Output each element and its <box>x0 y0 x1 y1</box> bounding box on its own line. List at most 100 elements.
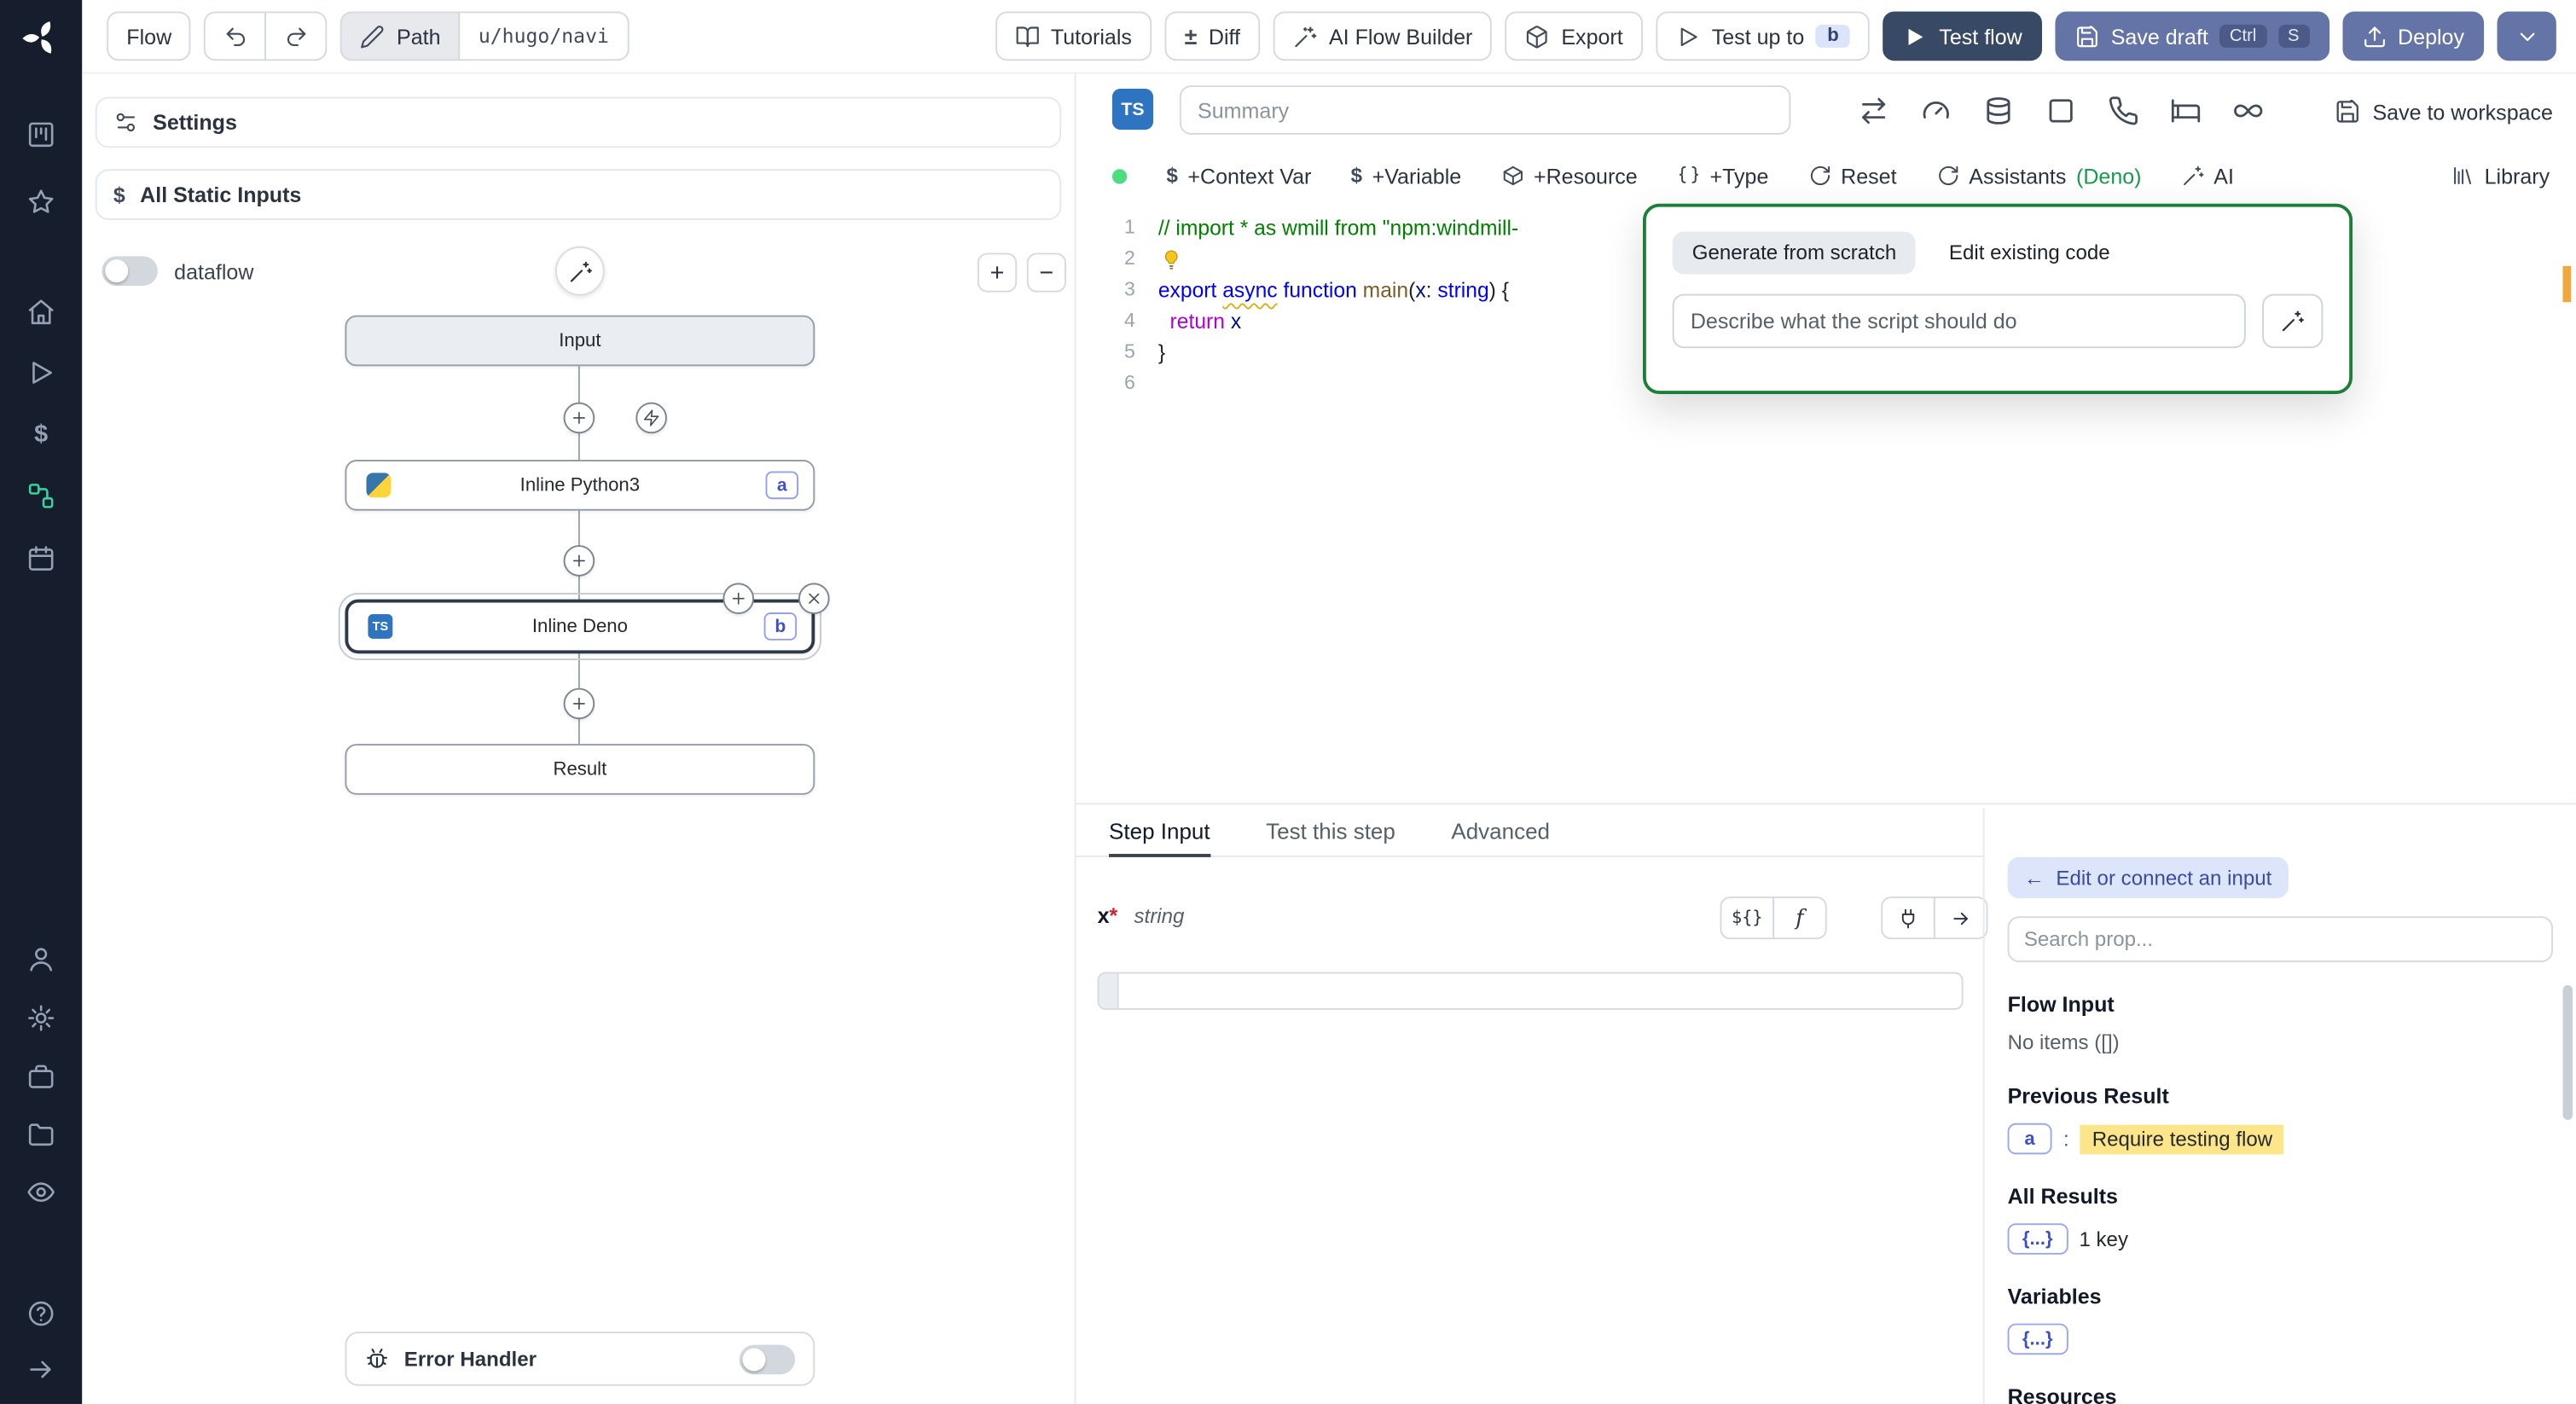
drag-grip[interactable] <box>1099 973 1119 1009</box>
cache-database-icon[interactable] <box>1983 96 2015 127</box>
save-icon <box>2336 99 2359 123</box>
ai-generate-button[interactable] <box>2262 293 2324 349</box>
path-value[interactable]: u/hugo/navi <box>458 11 629 61</box>
add-context-var-button[interactable]: $+Context Var <box>1166 163 1312 189</box>
delete-step-button[interactable] <box>798 583 830 614</box>
assistants-language: (Deno) <box>2075 163 2142 189</box>
library-button[interactable]: Library <box>2451 164 2550 188</box>
ai-prompt-input[interactable] <box>1672 293 2246 349</box>
mock-infinity-icon[interactable] <box>2232 96 2264 127</box>
add-resource-button[interactable]: +Resource <box>1500 164 1638 188</box>
ai-flow-builder-button[interactable]: AI Flow Builder <box>1273 11 1493 61</box>
diff-icon: ± <box>1184 22 1198 49</box>
dataflow-toggle[interactable] <box>102 256 158 286</box>
reset-button[interactable]: Reset <box>1808 164 1897 188</box>
object-pill[interactable]: {...} <box>2007 1323 2068 1355</box>
ai-wand-button[interactable] <box>554 246 605 296</box>
package-icon <box>1502 165 1523 186</box>
undo-button[interactable] <box>204 11 267 61</box>
node-inline-python[interactable]: Inline Python3 a <box>345 460 815 511</box>
help-icon[interactable] <box>26 1299 56 1329</box>
field-value-input[interactable] <box>1097 972 1964 1010</box>
static-inputs-row[interactable]: $ All Static Inputs <box>95 169 1062 220</box>
edit-or-connect-button[interactable]: ←Edit or connect an input <box>2007 856 2289 899</box>
user-icon[interactable] <box>26 944 56 974</box>
redo-button[interactable] <box>264 11 328 61</box>
upload-icon <box>2364 26 2385 47</box>
step-id-pill[interactable]: a <box>2007 1123 2052 1155</box>
diff-button[interactable]: ±Diff <box>1164 11 1261 61</box>
add-trigger-button[interactable] <box>635 402 667 434</box>
language-badge: TS <box>1111 88 1154 131</box>
arrow-right-icon[interactable] <box>1933 896 1988 940</box>
function-mode-button[interactable]: f <box>1772 896 1827 940</box>
connect-input-panel: ←Edit or connect an input Flow Input No … <box>1982 808 2576 1404</box>
zoom-in-button[interactable]: + <box>977 252 1018 293</box>
tutorials-button[interactable]: Tutorials <box>995 11 1152 61</box>
early-stop-gauge-icon[interactable] <box>1920 96 1952 127</box>
node-result[interactable]: Result <box>345 744 815 795</box>
kanban-icon[interactable] <box>26 120 56 150</box>
trigger-phone-icon[interactable] <box>2108 96 2139 127</box>
add-type-button[interactable]: +Type <box>1677 164 1768 188</box>
plug-icon[interactable] <box>1881 896 1935 940</box>
windmill-logo[interactable] <box>20 16 62 59</box>
resources-title: Resources <box>2007 1384 2117 1404</box>
assistants-button[interactable]: Assistants(Deno) <box>1936 163 2142 189</box>
sync-icon[interactable] <box>1858 96 1889 127</box>
flow-settings-row[interactable]: Settings <box>95 96 1062 148</box>
concurrency-icon[interactable] <box>2045 96 2077 127</box>
zoom-out-button[interactable]: − <box>1026 252 1066 293</box>
path-group: Path u/hugo/navi <box>340 11 629 61</box>
variables-icon[interactable]: $ <box>26 421 56 450</box>
path-button[interactable]: Path <box>340 11 461 61</box>
schedules-icon[interactable] <box>26 543 56 573</box>
add-variable-button[interactable]: $+Variable <box>1350 163 1462 189</box>
add-step-button[interactable] <box>563 545 595 577</box>
save-to-workspace-button[interactable]: Save to workspace <box>2335 92 2553 131</box>
deploy-menu-button[interactable] <box>2497 11 2556 61</box>
ai-button[interactable]: AI <box>2181 164 2234 188</box>
node-id-badge: a <box>765 471 799 500</box>
export-button[interactable]: Export <box>1505 11 1643 61</box>
add-step-button[interactable] <box>563 687 595 720</box>
app-rail: $ <box>0 0 83 1404</box>
sleep-bed-icon[interactable] <box>2170 96 2202 127</box>
scrollbar-thumb[interactable] <box>2562 985 2573 1120</box>
object-pill[interactable]: {...} <box>2007 1223 2068 1255</box>
wand-icon <box>569 260 591 281</box>
edit-existing-code-tab[interactable]: Edit existing code <box>1929 231 2130 274</box>
star-icon[interactable] <box>26 187 56 217</box>
flow-button[interactable]: Flow <box>107 11 192 61</box>
deploy-button[interactable]: Deploy <box>2341 11 2485 61</box>
previous-result-note: Require testing flow <box>2080 1123 2284 1154</box>
tab-advanced[interactable]: Advanced <box>1451 819 1551 844</box>
settings-gear-icon[interactable] <box>26 1003 56 1033</box>
tab-step-input[interactable]: Step Input <box>1109 808 1210 857</box>
plus-icon <box>732 592 745 605</box>
step-input-panel: x* string ${} f <box>1076 857 1988 1404</box>
connect-controls <box>1881 896 1988 940</box>
add-step-button[interactable] <box>563 402 595 434</box>
expression-mode-button[interactable]: ${} <box>1720 896 1775 940</box>
flows-icon[interactable] <box>26 481 56 511</box>
error-handler-toggle[interactable] <box>739 1343 796 1374</box>
node-input[interactable]: Input <box>345 315 815 367</box>
audit-eye-icon[interactable] <box>26 1177 56 1207</box>
expand-sidebar-icon[interactable] <box>26 1355 56 1384</box>
tab-test-this-step[interactable]: Test this step <box>1266 819 1395 844</box>
lightbulb-icon[interactable] <box>1160 248 1183 271</box>
prop-search-input[interactable] <box>2007 916 2554 963</box>
error-handler-row[interactable]: Error Handler <box>345 1331 815 1386</box>
runs-icon[interactable] <box>26 358 56 388</box>
insert-step-button[interactable] <box>722 583 755 614</box>
home-icon[interactable] <box>26 297 56 327</box>
generate-from-scratch-tab[interactable]: Generate from scratch <box>1672 231 1917 275</box>
folders-icon[interactable] <box>26 1120 56 1150</box>
workers-icon[interactable] <box>26 1063 56 1093</box>
test-flow-button[interactable]: Test flow <box>1883 11 2042 61</box>
summary-input[interactable] <box>1179 85 1791 135</box>
